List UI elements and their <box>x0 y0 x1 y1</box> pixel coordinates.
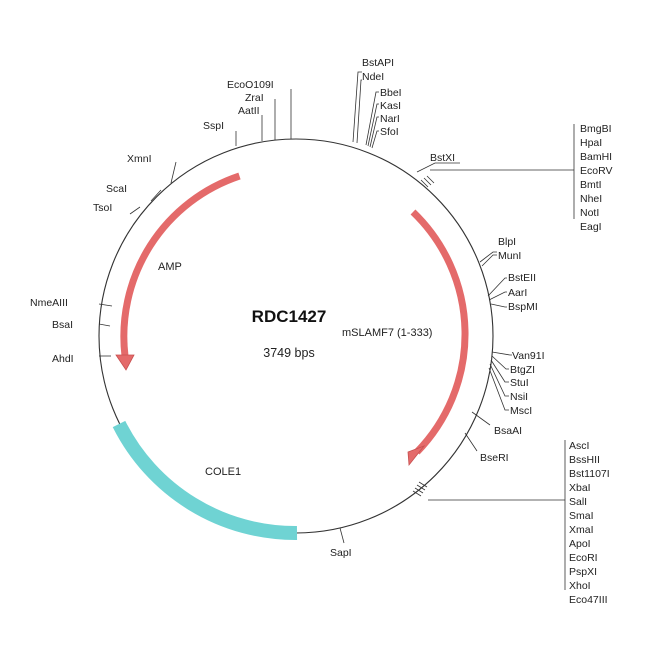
site-stui: StuI <box>510 377 529 389</box>
site-labels: BstAPI NdeI BbeI KasI NarI SfoI EcoO109I… <box>30 57 545 559</box>
amp-arrowhead <box>115 354 135 371</box>
site-ahdi: AhdI <box>52 353 74 365</box>
site-nmeaiii: NmeAIII <box>30 297 68 309</box>
site-ndei: NdeI <box>362 71 384 83</box>
site-msci: MscI <box>510 405 532 417</box>
plasmid-name: RDC1427 <box>252 307 327 326</box>
mcs2-site-list: AscI BssHII Bst1107I XbaI SalI SmaI XmaI… <box>569 440 610 606</box>
mcs1-site: EagI <box>580 221 602 233</box>
plasmid-size: 3749 bps <box>263 346 314 360</box>
site-muni: MunI <box>498 250 521 262</box>
mcs1-site-list: BmgBI HpaI BamHI EcoRV BmtI NheI NotI Ea… <box>580 123 613 233</box>
mcs2-site: XhoI <box>569 580 591 592</box>
mslamf7-arrowhead <box>407 445 426 467</box>
mslamf7-feature-arc[interactable] <box>410 209 469 455</box>
site-zrai: ZraI <box>245 92 264 104</box>
site-bspmi: BspMI <box>508 301 538 313</box>
mcs1-site: NheI <box>580 193 602 205</box>
site-sspi: SspI <box>203 120 224 132</box>
site-ecoo109i: EcoO109I <box>227 79 274 91</box>
mcs2-site: ApoI <box>569 538 591 550</box>
site-bseri: BseRI <box>480 452 509 464</box>
mcs2-site: Bst1107I <box>569 468 610 480</box>
site-bsteii: BstEII <box>508 272 536 284</box>
site-tsoi: TsoI <box>93 202 112 214</box>
mcs2-site: Eco47III <box>569 594 608 606</box>
mcs2-tick-cluster <box>412 481 428 497</box>
mcs1-site: BamHI <box>580 151 612 163</box>
site-xmni: XmnI <box>127 153 152 165</box>
cole1-feature-arc[interactable] <box>112 420 298 541</box>
site-btgzi: BtgZI <box>510 364 535 376</box>
site-blpi: BlpI <box>498 236 516 248</box>
mcs1-site: EcoRV <box>580 165 613 177</box>
site-aatii: AatII <box>238 105 260 117</box>
site-nari: NarI <box>380 113 400 125</box>
mcs2-site: BssHII <box>569 454 600 466</box>
mcs1-site: BmgBI <box>580 123 612 135</box>
mcs2-site: XbaI <box>569 482 591 494</box>
site-sfoi: SfoI <box>380 126 399 138</box>
mcs2-site: AscI <box>569 440 589 452</box>
site-aari: AarI <box>508 287 527 299</box>
site-sapi: SapI <box>330 547 352 559</box>
site-bstapi: BstAPI <box>362 57 394 69</box>
site-scai: ScaI <box>106 183 127 195</box>
mcs1-site: NotI <box>580 207 599 219</box>
mslamf7-label: mSLAMF7 (1-333) <box>342 327 432 339</box>
mcs2-site: XmaI <box>569 524 594 536</box>
mcs2-site: EcoRI <box>569 552 598 564</box>
site-nsii: NsiI <box>510 391 528 403</box>
site-bsaai: BsaAI <box>494 425 522 437</box>
site-leader-lines <box>98 71 575 590</box>
site-van91i: Van91I <box>512 350 545 362</box>
site-kasi: KasI <box>380 100 401 112</box>
site-bsai: BsaI <box>52 319 73 331</box>
cole1-label: COLE1 <box>205 466 241 478</box>
site-bbei: BbeI <box>380 87 402 99</box>
amp-feature-arc[interactable] <box>120 172 241 357</box>
site-bstxi: BstXI <box>430 152 455 164</box>
mcs2-site: SmaI <box>569 510 594 522</box>
mcs2-site: SalI <box>569 496 587 508</box>
mcs2-site: PspXI <box>569 566 597 578</box>
mcs1-tick-cluster <box>420 175 435 188</box>
mcs1-site: HpaI <box>580 137 602 149</box>
amp-label: AMP <box>158 261 182 273</box>
mcs1-site: BmtI <box>580 179 602 191</box>
